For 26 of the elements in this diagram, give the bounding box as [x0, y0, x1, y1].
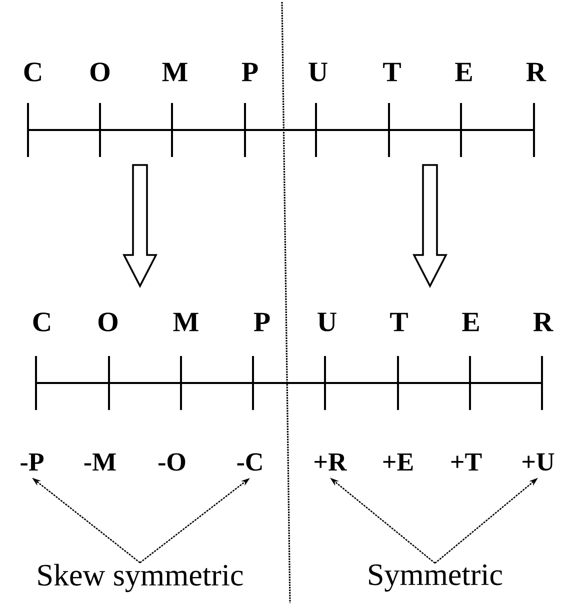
sign-letter: +E	[383, 453, 413, 470]
letter: P	[242, 62, 258, 82]
letter: M	[162, 62, 188, 82]
letter: C	[24, 62, 41, 82]
letter: E	[455, 62, 472, 82]
sign-letter: +T	[451, 453, 482, 470]
sign-letter: -C	[237, 453, 262, 471]
category-label: Skew symmetric	[38, 564, 243, 592]
letter: R	[533, 312, 554, 332]
letter: U	[318, 312, 336, 332]
sign-letter: +U	[522, 453, 554, 471]
letter: C	[33, 312, 50, 332]
sign-letter: +R	[314, 453, 348, 470]
letter: U	[308, 62, 328, 82]
letter: O	[90, 62, 110, 82]
sign-letter: -P	[20, 453, 44, 470]
letter: E	[462, 312, 479, 332]
letter: P	[254, 312, 270, 332]
letter: M	[173, 312, 198, 332]
sign-letter: -M	[84, 453, 116, 470]
category-label: Symmetric	[369, 564, 502, 592]
letter: T	[383, 62, 401, 82]
letter: T	[390, 312, 408, 332]
letter: R	[526, 62, 546, 82]
sign-letter: -O	[158, 453, 186, 471]
letter: O	[98, 312, 118, 332]
